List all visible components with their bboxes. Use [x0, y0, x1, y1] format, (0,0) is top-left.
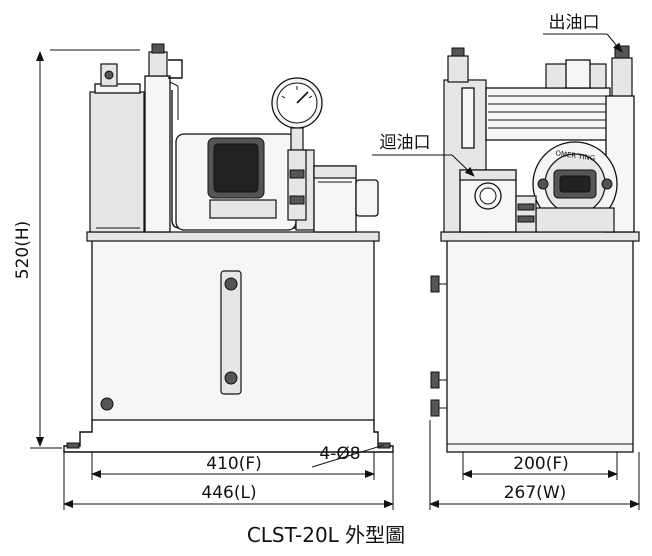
side-inner-width-label: 200(F)	[513, 454, 569, 474]
side-bolt-middle	[430, 371, 440, 389]
pump-port	[355, 179, 379, 217]
cooler-fins	[488, 95, 608, 129]
front-view: 520(H) 410(F) 446(L) 4-Ø8	[13, 43, 394, 510]
side-tank	[446, 239, 634, 453]
side-valve-cluster	[515, 195, 537, 233]
level-gauge-top-bolt	[224, 277, 238, 291]
side-view: OMER YING 出油口 迴油口 200(F) 267(W)	[372, 13, 640, 510]
side-outer-width-label: 267(W)	[504, 483, 567, 503]
return-leader	[451, 154, 475, 177]
outlet-fitting	[611, 57, 633, 99]
front-base-frame	[63, 420, 394, 453]
pump-mount	[535, 207, 615, 233]
height-dimension-label: 520(H)	[13, 221, 33, 280]
front-valve-column	[144, 75, 171, 233]
front-foot-left	[66, 442, 80, 449]
mounting-hole-label: 4-Ø8	[319, 444, 360, 464]
motor-base	[209, 199, 277, 219]
front-elbow-fitting	[168, 59, 183, 79]
gauge-stem	[290, 127, 304, 151]
mounting-hole-leader	[311, 444, 385, 468]
gauge-valve	[287, 149, 307, 221]
side-bolt-lower	[430, 399, 440, 417]
front-relief-knob	[151, 43, 165, 54]
front-filter-housing	[89, 91, 145, 233]
side-tank-lid	[440, 231, 640, 242]
outlet-label: 出油口	[549, 13, 600, 33]
front-tank-lid	[86, 231, 380, 242]
front-inner-width-label: 410(F)	[206, 454, 262, 474]
front-outer-width-label: 446(L)	[201, 483, 256, 503]
front-relief-valve	[148, 51, 168, 77]
drain-plug	[100, 397, 114, 411]
outlet-leader	[606, 33, 623, 53]
return-label: 迴油口	[380, 133, 431, 153]
level-gauge-bottom-bolt	[224, 371, 238, 385]
drawing-title: CLST-20L 外型圖	[247, 523, 405, 547]
side-breather	[447, 55, 469, 83]
level-gauge	[220, 270, 242, 395]
breather-bolt	[104, 70, 114, 80]
gauge-needle	[296, 91, 309, 104]
oil-cooler	[485, 87, 611, 141]
side-bolt-upper	[430, 275, 440, 293]
